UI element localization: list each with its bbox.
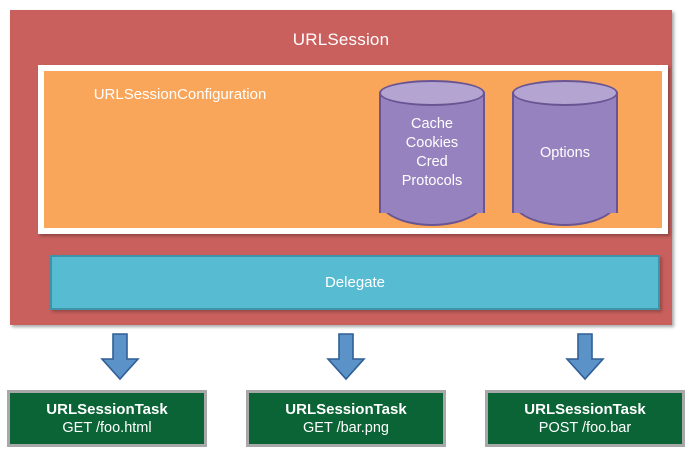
urlsession-title: URLSession [292,30,390,49]
task-request: GET /foo.html [62,419,152,436]
options-cylinder-label: Options [512,80,618,226]
down-arrow-icon [100,333,140,381]
urlsessiontask-box: URLSessionTask GET /foo.html [7,390,207,447]
urlsessiontask-box: URLSessionTask POST /foo.bar [485,390,685,447]
cylinder-line-cookies: Cookies [405,135,459,151]
delegate-bar: Delegate [50,255,660,310]
urlsessionconfiguration-label: URLSessionConfiguration [93,86,267,103]
task-title: URLSessionTask [285,400,407,418]
cylinder-body [512,93,618,213]
down-arrow-icon [565,333,605,381]
task-title: URLSessionTask [524,400,646,418]
cylinder-line-cred: Cred [416,154,448,170]
cache-cylinder-label: Cache Cookies Cred Protocols [379,80,485,226]
cylinder-top-ellipse [512,80,618,106]
task-request: GET /bar.png [303,419,389,436]
cylinder-line-cache: Cache [411,116,453,132]
task-title: URLSessionTask [46,400,168,418]
task-request: POST /foo.bar [538,419,632,436]
options-cylinder: Options [512,80,618,226]
urlsessiontask-box: URLSessionTask GET /bar.png [246,390,446,447]
urlsession-panel: URLSession URLSessionConfiguration Cache… [10,10,672,325]
cylinder-line-protocols: Protocols [401,173,463,189]
cylinder-body [379,93,485,213]
cylinder-top-ellipse [379,80,485,106]
cache-cylinder: Cache Cookies Cred Protocols [379,80,485,226]
down-arrow-icon [326,333,366,381]
cylinder-line-options: Options [540,144,590,161]
delegate-label: Delegate [324,274,386,291]
